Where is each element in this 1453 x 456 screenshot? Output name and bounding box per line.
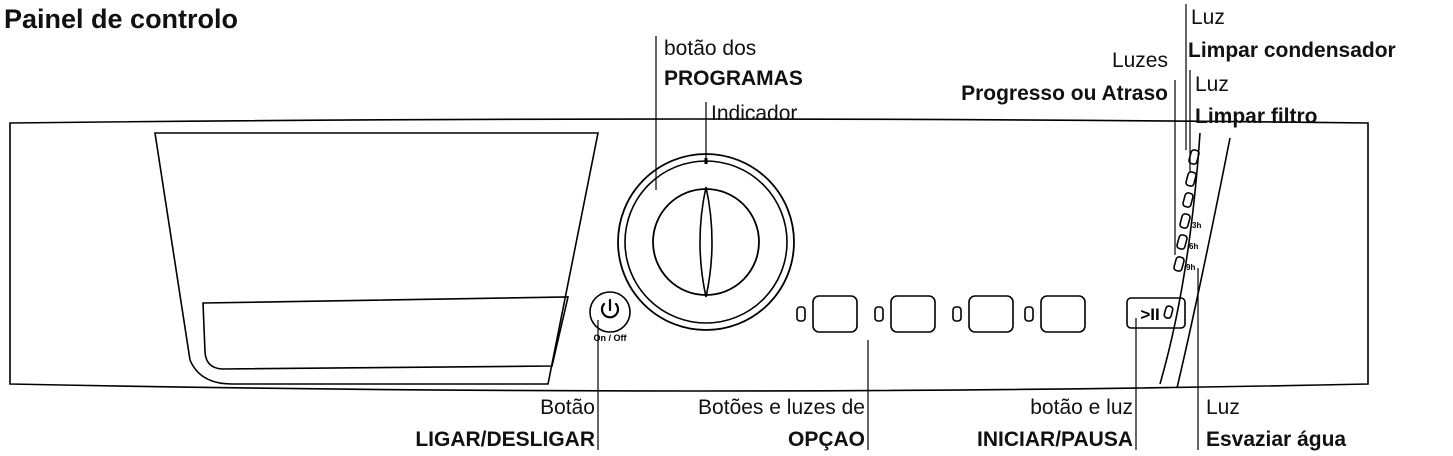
option-light-3 [952,306,962,322]
dial-knob [652,188,760,296]
drawer-handle [202,296,570,370]
option-button-1 [812,295,858,333]
option-light-4 [1024,306,1034,322]
delay-label-6h: 6h [1189,242,1198,251]
option-button-2 [890,295,936,333]
progress-label-line1: Luzes [1111,49,1168,72]
option-button-4 [1040,295,1086,333]
delay-light-3h [1179,213,1191,229]
power-button-text: On / Off [594,333,628,343]
dial-inner-ring [624,160,788,324]
drain-label-line1: Luz [1206,396,1240,419]
start-pause-button [1126,297,1186,329]
page-title: Painel de controlo [4,4,239,34]
power-label-line2: LIGAR/DESLIGAR [415,428,595,451]
option-light-2 [874,306,884,322]
power-icon [600,298,620,319]
condenser-label-line1: Luz [1191,6,1225,29]
progress-label-line2: Progresso ou Atraso [961,82,1168,105]
filter-label-line1: Luz [1195,73,1229,96]
power-button-ring [589,291,631,333]
indicator-label: Indicador [711,102,798,125]
option-light-1 [796,306,806,322]
power-label-line1: Botão [540,396,595,419]
options-label-line2: OPÇAO [787,428,865,451]
start-label-line1: botão e luz [1030,396,1133,419]
progress-light-1 [1182,192,1194,208]
start-pause-symbol: >II [1140,305,1159,324]
start-label-line2: INICIAR/PAUSA [977,428,1133,451]
start-pause-light [1163,305,1174,319]
delay-label-3h: 3h [1192,221,1201,230]
dial-grip [699,186,713,298]
dial-outer-ring [617,153,795,331]
options-label-line1: Botões e luzes de [698,396,865,419]
delay-label-9h: 9h [1186,263,1195,272]
drain-label-line2: Esvaziar água [1206,428,1347,451]
filter-label-line2: Limpar filtro [1195,105,1318,128]
right-bezel-inner [1176,137,1231,389]
condenser-label-line2: Limpar condensador [1188,39,1396,62]
delay-light-9h [1173,256,1185,272]
delay-light-6h [1176,234,1188,250]
programs-label-line1: botão dos [664,37,757,60]
right-bezel-outer [1159,132,1201,385]
filter-light [1185,171,1197,187]
drawer-compartment [154,132,599,385]
option-button-3 [968,295,1014,333]
programs-label-line2: PROGRAMAS [664,67,803,90]
panel-outline [9,118,1369,392]
